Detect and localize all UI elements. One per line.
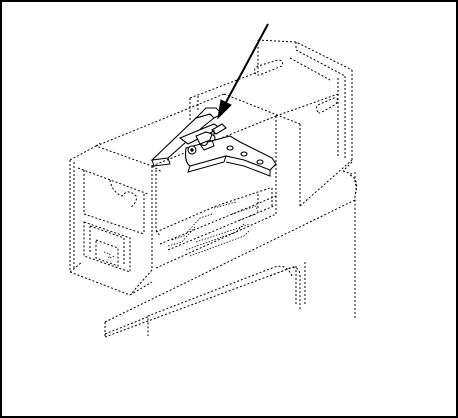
plate-hole-2 — [241, 152, 247, 156]
arrowhead — [218, 100, 231, 118]
plate-hole-1 — [227, 146, 233, 150]
plate-hole-3 — [257, 160, 263, 164]
callout-arrow — [218, 24, 268, 118]
upper-unit-body — [70, 143, 160, 295]
base-cabinet — [105, 171, 357, 338]
bracket-latch-assembly — [152, 108, 276, 176]
